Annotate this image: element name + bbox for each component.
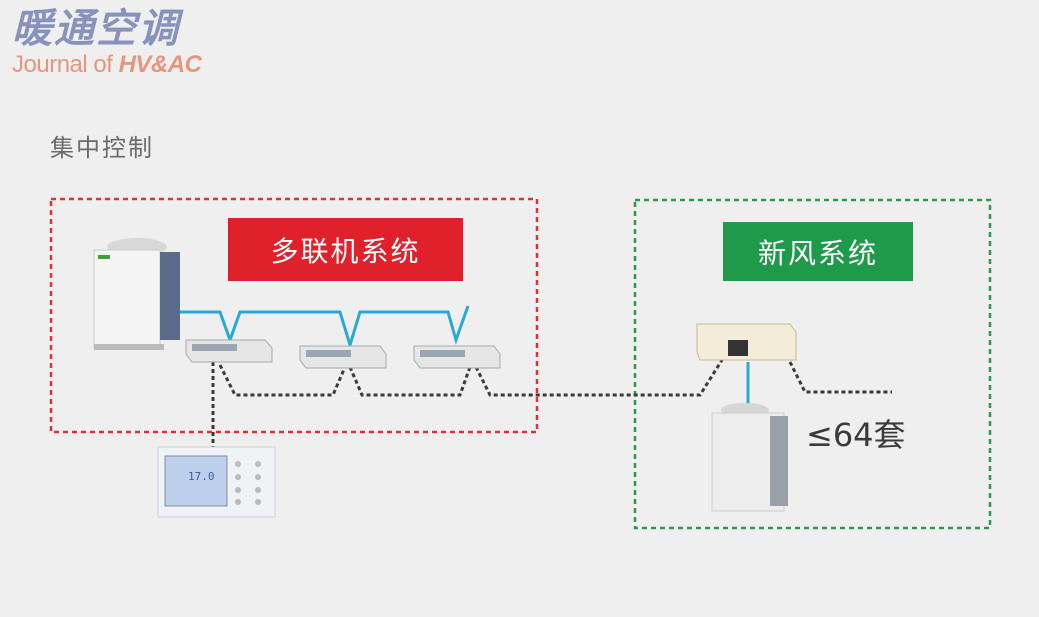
indoor-unit: [413, 345, 501, 369]
fresh-air-outdoor-unit: [711, 403, 788, 512]
unit-count-label: ≤64套: [806, 416, 906, 454]
vrf-system-label: 多联机系统: [228, 218, 463, 281]
central-controller: [157, 446, 276, 518]
signal-lines: [211, 359, 892, 447]
refrigerant-pipe: [178, 305, 470, 351]
journal-logo-cn: 暖通空调: [12, 6, 180, 52]
page-heading: 集中控制: [50, 134, 154, 162]
indoor-unit: [299, 345, 387, 369]
vrf-outdoor-unit: [93, 238, 180, 350]
controller-display-value: 17.0: [188, 470, 215, 483]
logo-en-prefix: Journal of: [12, 51, 119, 78]
vrf-system-boundary: [49, 197, 539, 434]
journal-logo-en: Journal of HV&AC: [12, 50, 202, 80]
indoor-unit: [185, 339, 273, 363]
fresh-air-system-label: 新风系统: [723, 222, 913, 281]
logo-en-bold: HV&AC: [118, 51, 202, 78]
fresh-air-boundary: [633, 198, 992, 530]
fresh-air-unit: [696, 323, 797, 361]
